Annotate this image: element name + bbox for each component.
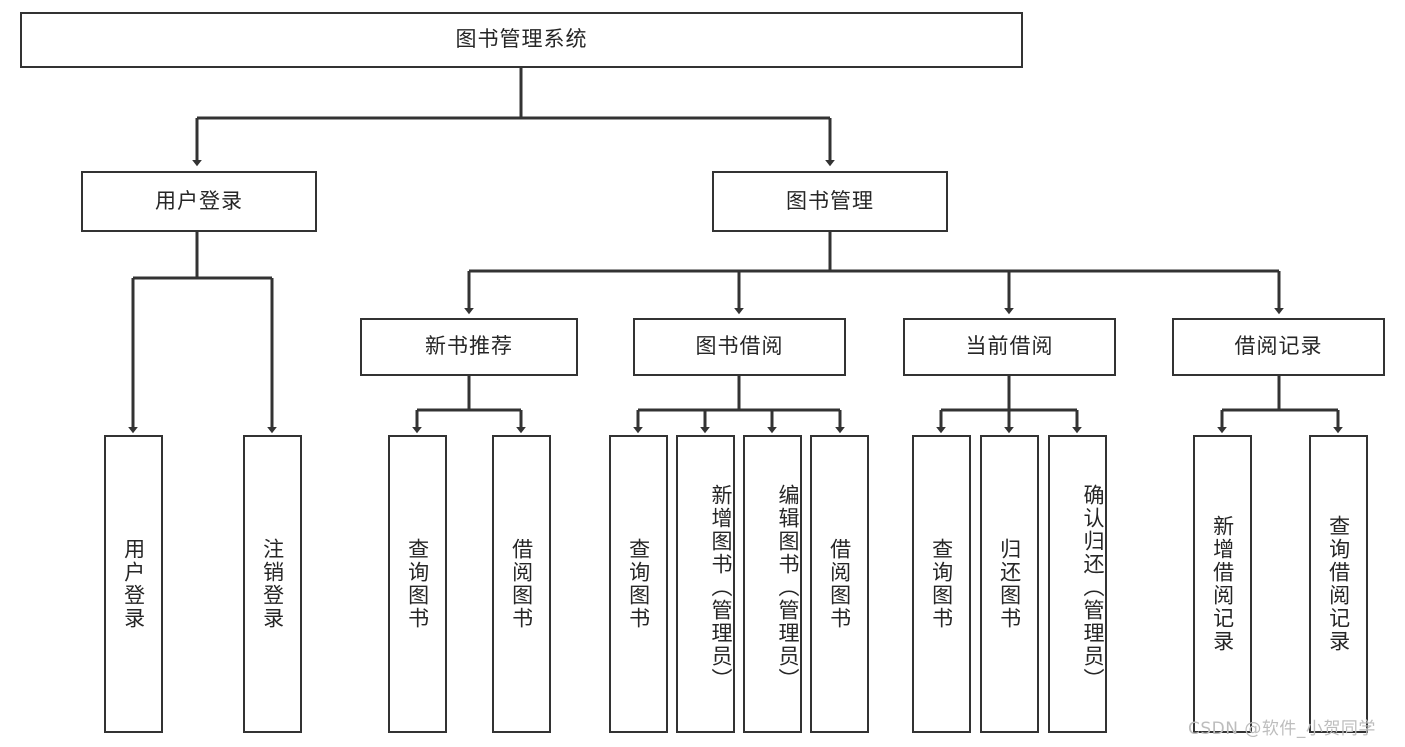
leaf-current-borrow-query-book[interactable]: 查询图书 bbox=[912, 435, 971, 733]
node-borrow-record[interactable]: 借阅记录 bbox=[1172, 318, 1385, 376]
leaf-book-borrow-add-book-admin[interactable]: 新增图书（管理员） bbox=[676, 435, 735, 733]
leaf-current-borrow-confirm-return-admin[interactable]: 确认归还（管理员） bbox=[1048, 435, 1107, 733]
node-current-borrow[interactable]: 当前借阅 bbox=[903, 318, 1116, 376]
leaf-user-login-logout[interactable]: 注销登录 bbox=[243, 435, 302, 733]
leaf-new-book-borrow-book[interactable]: 借阅图书 bbox=[492, 435, 551, 733]
leaf-book-borrow-edit-book-admin[interactable]: 编辑图书（管理员） bbox=[743, 435, 802, 733]
node-root-book-management-system[interactable]: 图书管理系统 bbox=[20, 12, 1023, 68]
leaf-borrow-record-query-record[interactable]: 查询借阅记录 bbox=[1309, 435, 1368, 733]
leaf-book-borrow-query-book[interactable]: 查询图书 bbox=[609, 435, 668, 733]
leaf-new-book-query-book[interactable]: 查询图书 bbox=[388, 435, 447, 733]
leaf-borrow-record-add-record[interactable]: 新增借阅记录 bbox=[1193, 435, 1252, 733]
node-new-book-recommend[interactable]: 新书推荐 bbox=[360, 318, 578, 376]
node-user-login[interactable]: 用户登录 bbox=[81, 171, 317, 232]
node-book-borrow[interactable]: 图书借阅 bbox=[633, 318, 846, 376]
leaf-user-login-login[interactable]: 用户登录 bbox=[104, 435, 163, 733]
leaf-book-borrow-borrow-book[interactable]: 借阅图书 bbox=[810, 435, 869, 733]
leaf-current-borrow-return-book[interactable]: 归还图书 bbox=[980, 435, 1039, 733]
node-book-management[interactable]: 图书管理 bbox=[712, 171, 948, 232]
